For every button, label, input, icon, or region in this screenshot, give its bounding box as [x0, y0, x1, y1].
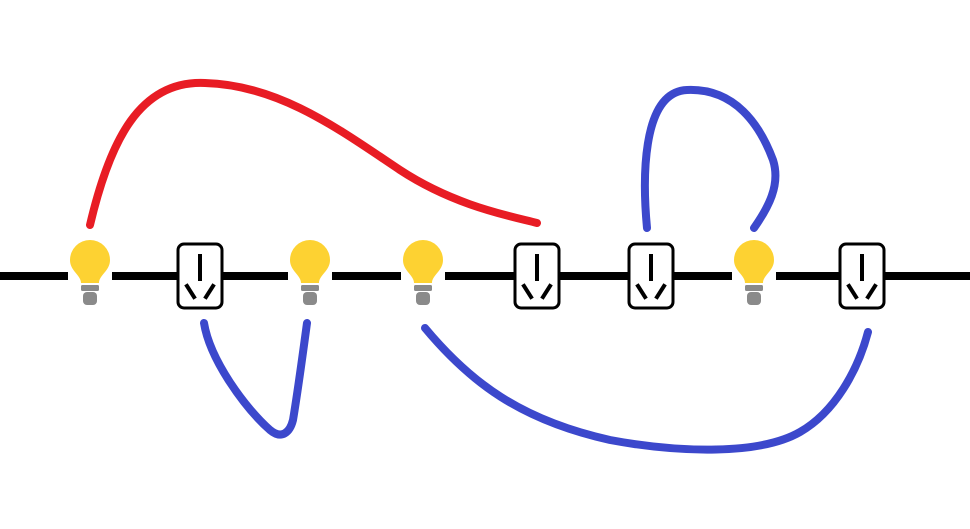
outlet-icon	[838, 242, 886, 310]
connection-wires	[86, 78, 872, 454]
outlet-icon	[513, 242, 561, 310]
connection-n2-n3	[200, 319, 311, 439]
light-bulb-icon	[732, 240, 776, 305]
connection-n4-n8	[421, 324, 872, 454]
connection-n1-n5	[86, 78, 541, 229]
outlet-icon	[176, 242, 224, 310]
light-bulb-icon	[288, 240, 332, 305]
connection-n6-n7	[640, 85, 780, 232]
nodes	[68, 240, 886, 310]
light-bulb-icon	[68, 240, 112, 305]
outlet-icon	[627, 242, 675, 310]
light-bulb-icon	[401, 240, 445, 305]
